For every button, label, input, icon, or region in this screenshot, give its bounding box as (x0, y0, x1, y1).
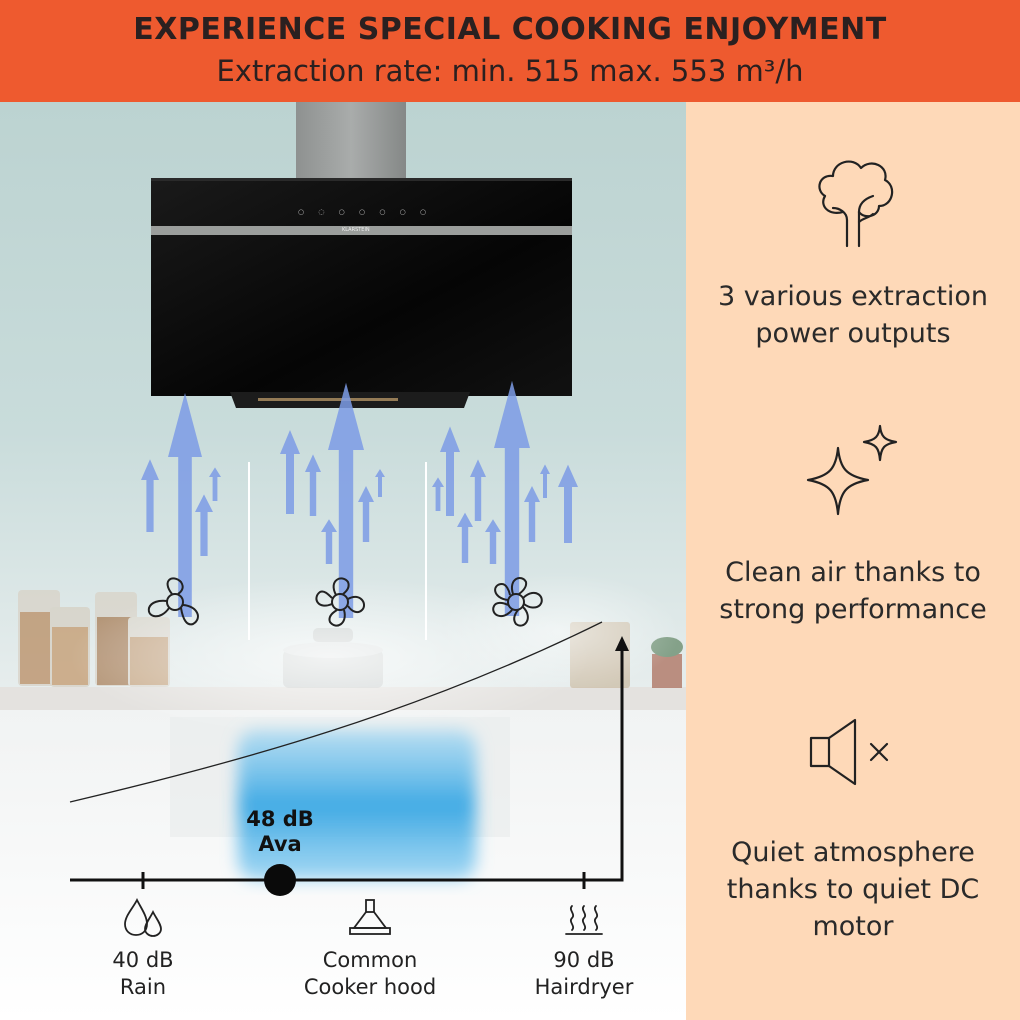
ava-marker (264, 864, 296, 896)
fan-icon-high (492, 577, 543, 627)
fan-icon-low (147, 577, 199, 626)
feature-text-3: Quiet atmosphere thanks to quiet DC moto… (726, 837, 980, 942)
hairdryer-label: 90 dB Hairdryer (519, 947, 649, 1001)
hood-chimney (296, 102, 406, 180)
rain-db: 40 dB (112, 948, 174, 972)
hairdryer-name: Hairdryer (534, 975, 634, 999)
brand-logo: KLARSTEIN (342, 227, 370, 233)
hairdryer-db: 90 dB (553, 948, 615, 972)
header-banner: EXPERIENCE SPECIAL COOKING ENJOYMENT Ext… (0, 0, 1020, 102)
banner-subtitle: Extraction rate: min. 515 max. 553 m³/h (216, 54, 804, 88)
cooker-hood-icon (349, 899, 391, 935)
speaker-mute-icon (686, 712, 1020, 792)
tree-icon (686, 150, 1020, 250)
feature-text-2: Clean air thanks to strong performance (719, 557, 987, 625)
feature-sidebar: 3 various extraction power outputs Clean… (686, 102, 1020, 1020)
ava-name: Ava (258, 832, 302, 856)
svg-text:○ ◌ ○ ○ ○ ○ ○: ○ ◌ ○ ○ ○ ○ ○ (298, 208, 432, 216)
banner-title: EXPERIENCE SPECIAL COOKING ENJOYMENT (133, 12, 887, 47)
rain-name: Rain (119, 975, 167, 999)
ava-db: 48 dB (246, 807, 314, 831)
feature-text-1: 3 various extraction power outputs (717, 281, 989, 349)
sparkle-icon (686, 420, 1020, 520)
cooker-hood-value: Common (322, 948, 418, 972)
fan-icon-mid (315, 577, 366, 627)
cooker-hood-label: Common Cooker hood (290, 947, 450, 1001)
noise-glow (238, 730, 476, 880)
kitchen-scene: ○ ◌ ○ ○ ○ ○ ○ KLARSTEIN (0, 102, 686, 1020)
cooker-hood-product: ○ ◌ ○ ○ ○ ○ ○ KLARSTEIN (151, 178, 572, 408)
rain-label: 40 dB Rain (83, 947, 203, 1001)
ava-label: 48 dB Ava (230, 807, 330, 857)
heat-waves-icon (565, 905, 603, 935)
noise-curve (69, 621, 603, 803)
water-drops-icon (124, 897, 162, 937)
scene-illustration: ○ ◌ ○ ○ ○ ○ ○ KLARSTEIN (0, 102, 686, 1020)
cooker-hood-name: Cooker hood (303, 975, 437, 999)
